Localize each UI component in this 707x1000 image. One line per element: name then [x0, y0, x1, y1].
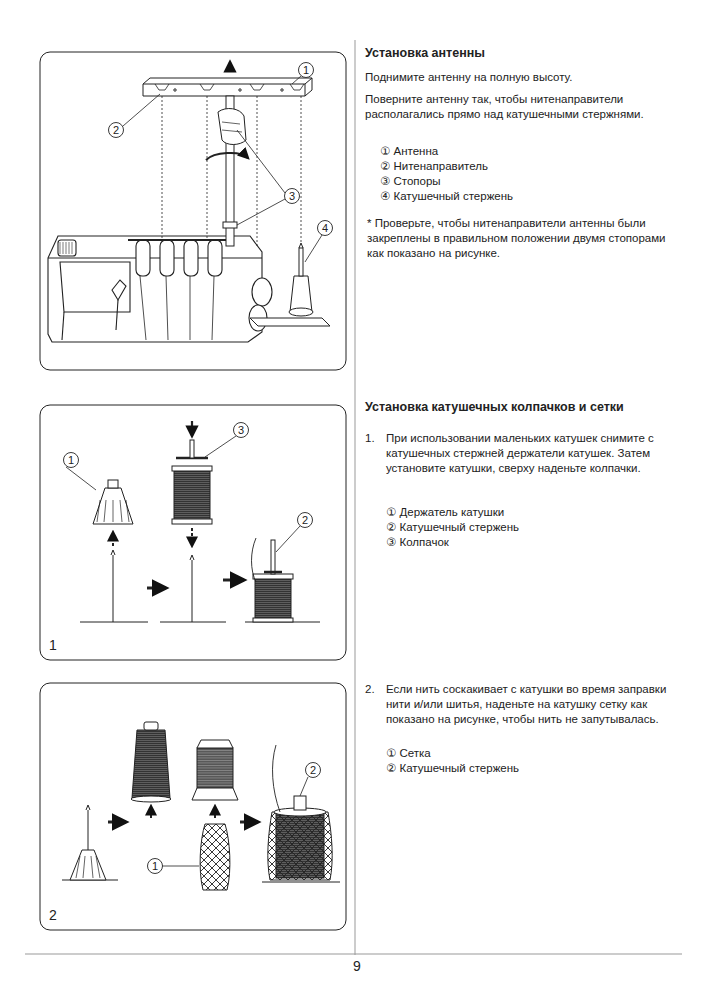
column-divider: [355, 40, 356, 955]
callout-number: 1: [152, 861, 158, 872]
callout-number: 1: [303, 65, 309, 76]
body-text: Поверните антенну так, чтобы нитенаправи…: [365, 92, 665, 122]
note-text: * Проверьте, чтобы нитенаправители антен…: [367, 216, 667, 261]
part-name: ② Катушечный стержень: [386, 520, 686, 535]
step-number: 2.: [365, 682, 385, 697]
callout-number: 2: [302, 515, 308, 526]
part-name: ③ Стопоры: [380, 174, 680, 189]
part-name: ② Катушечный стержень: [386, 761, 686, 776]
body-text: Если нить соскакивает с катушки во время…: [386, 682, 686, 727]
figure-frame: [40, 405, 346, 660]
section-heading: Установка катушечных колпачков и сетки: [365, 400, 695, 415]
guide-lines: [162, 96, 301, 246]
section-heading: Установка антенны: [365, 46, 695, 61]
body-text: Поднимите антенну на полную высоту.: [365, 70, 695, 85]
part-name: ④ Катушечный стержень: [380, 189, 680, 204]
callout-number: 2: [310, 765, 316, 776]
callout-number: 2: [113, 125, 119, 136]
part-name: ① Держатель катушки: [386, 505, 686, 520]
callout-number: 3: [238, 425, 244, 436]
spool-cap-steps: [66, 421, 320, 622]
spool-net-steps: [62, 722, 340, 890]
figure-number: 1: [49, 638, 57, 652]
serger-machine: [48, 236, 272, 342]
figure-frame: [40, 52, 346, 370]
page-number: 9: [353, 959, 361, 973]
antenna: [143, 62, 312, 246]
part-name: ③ Колпачок: [386, 535, 686, 550]
figure-frame: [40, 683, 346, 930]
figure-number: 2: [49, 908, 57, 922]
callout-circle: [64, 63, 333, 874]
callout-number: 3: [289, 191, 295, 202]
part-name: ① Антенна: [380, 144, 680, 159]
leader-line: [123, 76, 322, 262]
spool-pin: [250, 243, 330, 326]
part-name: ② Нитенаправитель: [380, 159, 680, 174]
part-name: ① Сетка: [386, 746, 686, 761]
callout-number: 1: [68, 455, 74, 466]
step-number: 1.: [365, 431, 385, 446]
body-text: При использовании маленьких катушек сним…: [386, 431, 686, 476]
footer-rule: [25, 954, 682, 955]
callout-number: 4: [322, 223, 328, 234]
